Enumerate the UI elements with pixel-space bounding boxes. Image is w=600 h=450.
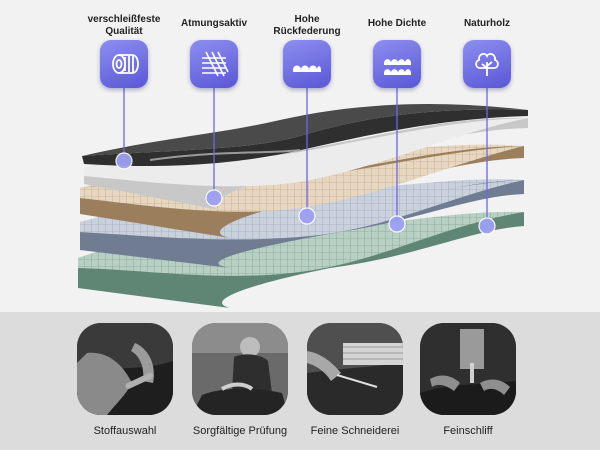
cutting-photo xyxy=(307,323,403,415)
layer-markers xyxy=(115,152,496,235)
tree-icon xyxy=(463,40,511,88)
feature-wear-resistant: verschleißfeste Qualität xyxy=(69,0,179,38)
feature-natural-wood-icon-wrap xyxy=(432,0,542,100)
feature-label: Hohe Rückfederung xyxy=(273,14,341,37)
sewing-photo xyxy=(420,323,516,415)
step-fine-tailoring: Feine Schneiderei xyxy=(300,323,410,437)
feature-label: Atmungsaktiv xyxy=(180,18,248,29)
feature-label: verschleißfeste Qualität xyxy=(87,14,161,37)
feature-high-density: Hohe Dichte xyxy=(342,0,452,30)
feature-high-density-icon-wrap xyxy=(342,0,452,100)
careful-inspection-photo xyxy=(192,323,288,415)
mesh-icon xyxy=(190,40,238,88)
step-label: Feine Schneiderei xyxy=(310,425,400,437)
step-label: Feinschliff xyxy=(443,425,493,437)
roll-icon xyxy=(100,40,148,88)
step-label: Sorgfältige Prüfung xyxy=(192,425,288,437)
dark-top-layer xyxy=(82,104,528,167)
feature-high-resilience: Hohe Rückfederung xyxy=(252,0,362,38)
step-label: Stoffauswahl xyxy=(93,425,157,437)
light-fabric-layer xyxy=(84,117,528,210)
step-careful-inspection: Sorgfältige Prüfung xyxy=(185,323,295,437)
feature-breathable-icon-wrap xyxy=(159,0,269,100)
step-finishing: Feinschliff xyxy=(413,323,523,437)
fabric-selection-photo xyxy=(77,323,173,415)
layer-stack-illustration xyxy=(78,86,528,308)
feature-label: Hohe Dichte xyxy=(367,18,427,29)
step-fabric-selection: Stoffauswahl xyxy=(70,323,180,437)
feature-high-resilience-icon-wrap xyxy=(252,0,362,100)
feature-natural-wood: Naturholz xyxy=(432,0,542,30)
dense-bumps-icon xyxy=(373,40,421,88)
feature-wear-resistant-icon-wrap xyxy=(69,0,179,100)
feature-label: Naturholz xyxy=(463,18,511,29)
feature-breathable: Atmungsaktiv xyxy=(159,0,269,30)
bumps-icon xyxy=(283,40,331,88)
connector-lines xyxy=(123,86,488,226)
